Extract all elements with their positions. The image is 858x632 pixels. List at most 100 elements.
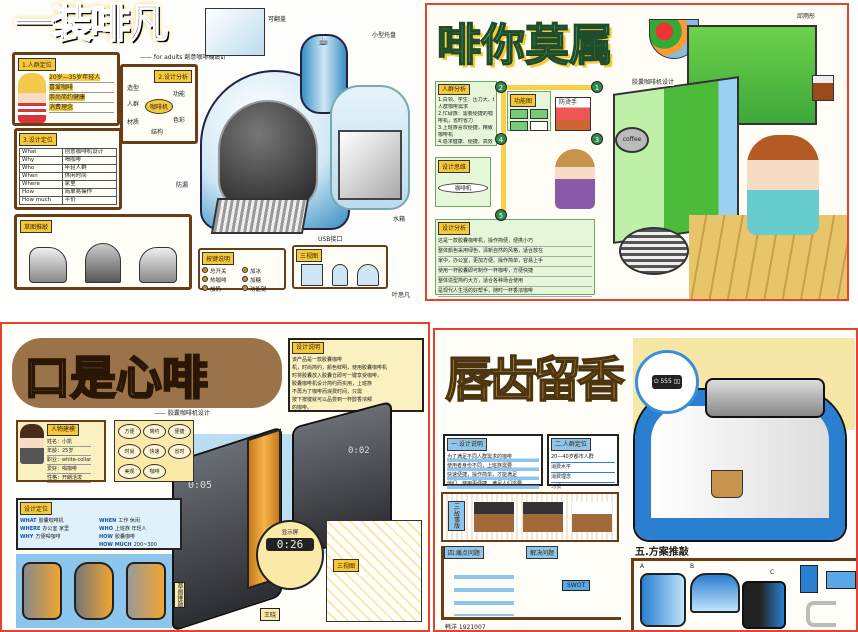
signature: 韩洋 1921007 — [445, 624, 486, 631]
poster-subtitle: —— for adults 創意咖啡機設計 — [140, 54, 227, 61]
sketch-row — [16, 554, 172, 628]
table-cell: 家里 — [61, 180, 118, 189]
table-cell: Where — [19, 180, 63, 189]
coffee-splash — [12, 338, 282, 408]
views-panel: 三视图 — [292, 245, 388, 289]
display-left: 0:05 — [188, 480, 213, 491]
button-legend-item: 总开关 — [202, 267, 242, 276]
views-tag: 三视图 — [333, 559, 360, 572]
text-line: 4.追求健康、便捷、高效 — [438, 139, 493, 145]
display-icons: ⏻ 555 ▯▯ — [651, 375, 683, 389]
table-cell: 喝咖啡 — [61, 156, 118, 165]
mind-bubble: 便捷 — [168, 424, 191, 439]
table-cell: 创意咖啡机设计 — [61, 148, 118, 157]
button-legend-item: 加糖 — [242, 276, 282, 285]
audience-item: 20岁—35岁年轻人 — [49, 73, 114, 83]
mind-bubble: 简约 — [143, 424, 166, 439]
text-line: 的咖啡。 — [292, 405, 313, 411]
signature: 王晓 — [260, 608, 281, 621]
w-key: WHO — [99, 526, 113, 532]
plan-b — [690, 573, 740, 613]
desc-panel: 设计说明 该产品是一款胶囊咖啡机，时尚简约，颜色鲜明，使用胶囊咖啡机时将胶囊放入… — [288, 338, 424, 412]
position-tag: 3.设计定位 — [19, 133, 57, 146]
persona-avatar — [20, 424, 44, 464]
w-key: WHEN — [99, 518, 117, 524]
mind-bubble: 快速 — [143, 444, 166, 459]
w-tag: 设计定位 — [20, 502, 53, 515]
plan-a — [640, 573, 686, 627]
detail-3 — [806, 601, 836, 627]
text-line: 不再为了咖啡而浪费时间，只需 — [292, 389, 363, 395]
mind-bubble: 时尚 — [118, 444, 141, 459]
audience-tag: 人群分析 — [438, 84, 471, 95]
text-line: 整体颜色采用绿色，清新自然的风格，适合放在 — [438, 247, 592, 257]
annotation-usb: USB接口 — [318, 236, 343, 243]
plan-tag: 五.方案推敲 — [635, 547, 689, 558]
w-item — [20, 541, 99, 549]
swot-center: SWOT — [562, 580, 591, 591]
buttons-panel: 按键说明 总开关加冰热咖啡加糖加奶功能键 — [198, 248, 286, 293]
text-line: 3.上班族喜欢便捷，精致 — [438, 125, 493, 131]
text-line: 咖啡机 — [438, 132, 454, 138]
text-line: 消费理念 — [551, 473, 615, 483]
step-marker: 2 — [495, 81, 507, 93]
function-tag: 功能图 — [510, 94, 537, 107]
text-line: 是现代人生活的好帮手，随时一杯香浓咖啡 — [438, 287, 592, 297]
text-line: 使用者身份不同，上班族需要 — [447, 462, 539, 471]
text-line: 这是一款胶囊咖啡机，操作简便，便携小巧 — [438, 237, 592, 247]
drip-tray — [210, 198, 310, 234]
poster-title: 唇齿留香 — [444, 351, 626, 409]
audience-item: 消费理念 — [49, 103, 114, 113]
w-value: 办公室 家里 — [42, 526, 69, 532]
mindmap-tag: 2.设计分析 — [154, 70, 192, 83]
annotation-tank: 水箱 — [393, 216, 406, 223]
machine-top — [705, 378, 825, 418]
handle-sketch — [555, 97, 591, 131]
sketch-panel: 草图推敲 — [14, 214, 192, 290]
button-label: 加冰 — [250, 269, 262, 275]
button-label: 热咖啡 — [210, 278, 227, 284]
w-key: WHAT — [20, 518, 37, 524]
button-dot-icon — [202, 276, 208, 282]
text-line: 快速便捷，操作简单，才能满足 — [447, 471, 539, 480]
man-illustration — [747, 135, 819, 235]
text-line: 使用一杯胶囊即可制作一杯咖啡，方便快捷 — [438, 267, 592, 277]
text-line: 人群咖啡需求 — [438, 104, 469, 110]
mind-bubbles: 方便简约便捷时尚快速省时美观咖啡 — [114, 420, 194, 482]
table-cell: When — [19, 172, 63, 181]
text-line: 啡机，省时省力 — [438, 118, 474, 124]
mindmap-node: 结构 — [151, 129, 164, 136]
step-marker: 1 — [591, 81, 603, 93]
w-value: 方便喝咖啡 — [35, 534, 61, 540]
text-line: 2.忙碌族：需要便捷的咖 — [438, 111, 493, 117]
annotation-drip: 防漏 — [176, 182, 189, 189]
persona-tag: 人物建模 — [47, 424, 80, 436]
function-panel: 功能图 — [507, 91, 551, 131]
pain-tag: 四.痛点问题 — [444, 546, 484, 559]
mind-bubble: 方便 — [118, 424, 141, 439]
step-marker: 4 — [495, 133, 507, 145]
w-key: WHERE — [20, 526, 41, 532]
audience-panel: 二.人群定位 20—40岁都市人群消费水平消费理念习惯 — [547, 434, 619, 493]
poster-koushixinfei: 口是心啡 —— 胶囊咖啡机设计 设计说明 该产品是一款胶囊咖啡机，时尚简约，颜色… — [0, 322, 430, 632]
text-line: 胶囊咖啡机设计简约而实用，上班族 — [292, 381, 373, 387]
display-time: 0:26 — [266, 538, 314, 551]
table-cell: 年轻人群 — [61, 164, 118, 173]
handle-label: 防烫手 — [559, 99, 578, 106]
text-line: 性格：开朗活泼 — [47, 474, 92, 483]
button-dot-icon — [242, 276, 248, 282]
cup-illustration — [711, 470, 743, 498]
plan-panel: A B C — [631, 558, 856, 630]
desc-panel: 一.设计说明 为了满足不同人群需求的咖啡使用者身份不同，上班族需要快速便捷，操作… — [443, 434, 543, 489]
mindmap-node: 材质 — [127, 119, 140, 126]
text-line: 年龄：25岁 — [47, 447, 92, 456]
